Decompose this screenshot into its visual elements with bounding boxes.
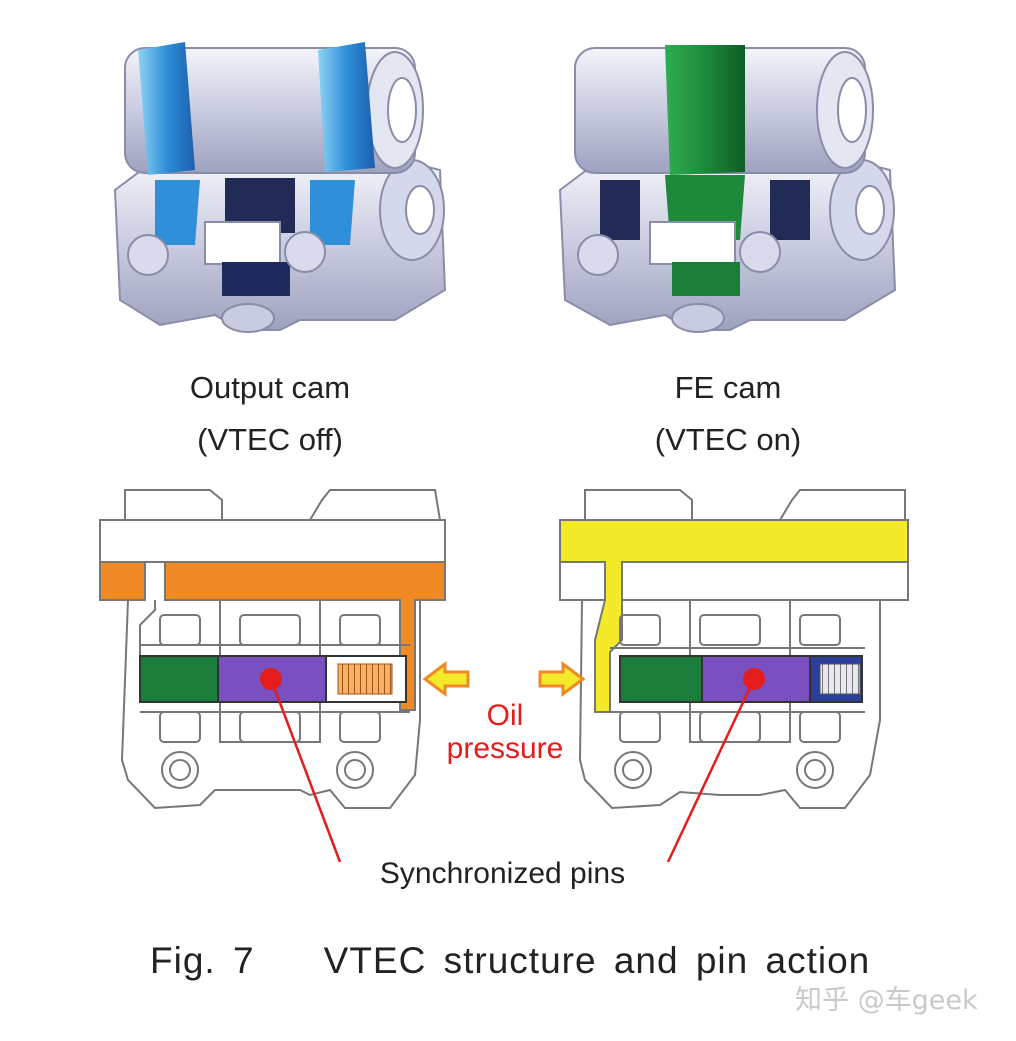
left-cross-section	[99, 489, 446, 810]
right-cross-section	[559, 489, 909, 810]
oil-label-line2: pressure	[446, 732, 564, 765]
oil-arrow-right	[538, 661, 586, 697]
left-pins	[139, 655, 407, 703]
pin-pointer-left	[269, 678, 342, 863]
figure-caption: Fig. 7 VTEC structure and pin action	[150, 940, 871, 981]
oil-label-line1: Oil	[486, 699, 524, 732]
pin-pointer-right	[666, 678, 756, 863]
watermark: 知乎 @车geek	[795, 985, 978, 1016]
right-title: FE cam	[674, 370, 782, 405]
right-rocker-3d	[558, 45, 897, 333]
pins-label: Synchronized pins	[379, 857, 626, 890]
right-subtitle: (VTEC on)	[654, 422, 802, 457]
left-rocker-3d	[113, 42, 447, 333]
left-subtitle: (VTEC off)	[197, 422, 343, 457]
oil-arrow-left	[422, 661, 470, 697]
left-title: Output cam	[189, 370, 351, 405]
right-pins	[619, 655, 863, 703]
